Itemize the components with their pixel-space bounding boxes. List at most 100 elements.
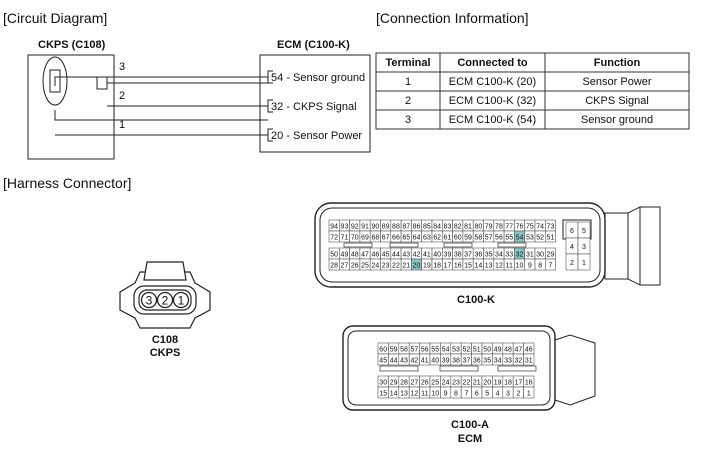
pin-number: 50: [330, 252, 338, 259]
pin-number: 50: [483, 347, 491, 354]
pin-number: 53: [526, 235, 534, 242]
table-cell: 2: [405, 95, 411, 107]
pin-number: 22: [463, 380, 471, 387]
table-header: Connected to: [457, 57, 528, 69]
pin-number: 54: [516, 235, 524, 242]
pin-number: 39: [442, 358, 450, 365]
pin-number: 29: [390, 380, 398, 387]
pin-number: 79: [485, 224, 493, 231]
pin-number: 39: [444, 252, 452, 259]
pin-number: 78: [495, 224, 503, 231]
pin-number: 27: [341, 263, 349, 270]
pin-number: 91: [361, 224, 369, 231]
pin-number: 16: [454, 263, 462, 270]
pin-number: 19: [423, 263, 431, 270]
pin-number: 32: [516, 252, 524, 259]
pin-number: 44: [392, 252, 400, 259]
pin-number: 68: [371, 235, 379, 242]
pin-number: 65: [402, 235, 410, 242]
pin-number: 54: [442, 347, 450, 354]
pin-number: 14: [474, 263, 482, 270]
connection-heading: [Connection Information]: [376, 10, 529, 26]
harness-heading: [Harness Connector]: [3, 175, 131, 191]
circuit-diagram: CKPS (C108) ECM (C100-K): [27, 39, 371, 160]
pin-number: 35: [485, 252, 493, 259]
wire-ecm-label: 32 - CKPS Signal: [271, 101, 357, 113]
pin-number: 59: [390, 347, 398, 354]
sensor-element-icon: [42, 56, 68, 106]
pin-number: 47: [515, 347, 523, 354]
pin-number: 2: [516, 391, 520, 398]
c108-pin-number: 3: [146, 294, 153, 308]
pin-number: 18: [433, 263, 441, 270]
c108-pin-number: 2: [162, 294, 169, 308]
pin-number: 3: [582, 244, 586, 251]
pin-number: 24: [442, 380, 450, 387]
pin-number: 21: [402, 263, 410, 270]
pin-number: 82: [454, 224, 462, 231]
pin-number: 31: [525, 358, 533, 365]
pin-number: 84: [433, 224, 441, 231]
c108-pin: [172, 291, 190, 309]
table-header: Terminal: [385, 57, 430, 69]
pin-number: 36: [473, 358, 481, 365]
pin-number: 30: [536, 252, 544, 259]
pin-number: 38: [452, 358, 460, 365]
pin-number: 90: [371, 224, 379, 231]
pin-number: 35: [483, 358, 491, 365]
pin-number: 45: [382, 252, 390, 259]
pin-number: 48: [351, 252, 359, 259]
pin-number: 74: [536, 224, 544, 231]
pin-number: 14: [390, 391, 398, 398]
pin-number: 36: [474, 252, 482, 259]
wire-pin-number: 2: [119, 90, 125, 102]
pin-number: 11: [506, 263, 513, 270]
pin-number: 31: [526, 252, 534, 259]
pin-number: 17: [444, 263, 452, 270]
sensor-box: [27, 54, 115, 160]
pin-number: 42: [411, 358, 419, 365]
pin-number: 4: [570, 244, 574, 251]
pin-number: 30: [379, 380, 387, 387]
pin-number: 58: [474, 235, 482, 242]
pin-number: 67: [382, 235, 390, 242]
pin-number: 23: [452, 380, 460, 387]
pin-number: 75: [526, 224, 534, 231]
pin-number: 46: [371, 252, 379, 259]
pin-number: 22: [392, 263, 400, 270]
pin-cell: [544, 230, 556, 243]
pin-number: 9: [444, 391, 448, 398]
wire-ecm-label: 20 - Sensor Power: [271, 130, 362, 142]
pin-number: 10: [516, 263, 524, 270]
pin-number: 85: [423, 224, 431, 231]
c108-pin-number: 1: [178, 294, 185, 308]
pin-number: 34: [495, 252, 503, 259]
pin-number: 32: [515, 358, 523, 365]
pin-number: 15: [464, 263, 472, 270]
pin-number: 26: [421, 380, 429, 387]
pin-number: 55: [431, 347, 439, 354]
pin-number: 45: [379, 358, 387, 365]
pin-number: 38: [454, 252, 462, 259]
table-cell: ECM C100-K (54): [449, 114, 536, 126]
pin-number: 5: [485, 391, 489, 398]
pin-number: 56: [495, 235, 503, 242]
pin-number: 1: [527, 391, 531, 398]
pin-number: 64: [413, 235, 421, 242]
pin-number: 60: [454, 235, 462, 242]
c108-pin: [156, 291, 174, 309]
pin-number: 58: [400, 347, 408, 354]
pin-number: 76: [516, 224, 524, 231]
pin-number: 3: [506, 391, 510, 398]
pin-number: 86: [413, 224, 421, 231]
pin-number: 28: [330, 263, 338, 270]
c108-pin: [140, 291, 158, 309]
pin-number: 77: [505, 224, 513, 231]
pin-number: 2: [570, 260, 574, 267]
pin-number: 33: [505, 252, 513, 259]
pin-number: 33: [504, 358, 512, 365]
pin-number: 8: [538, 263, 542, 270]
table-cell: ECM C100-K (20): [449, 76, 536, 88]
